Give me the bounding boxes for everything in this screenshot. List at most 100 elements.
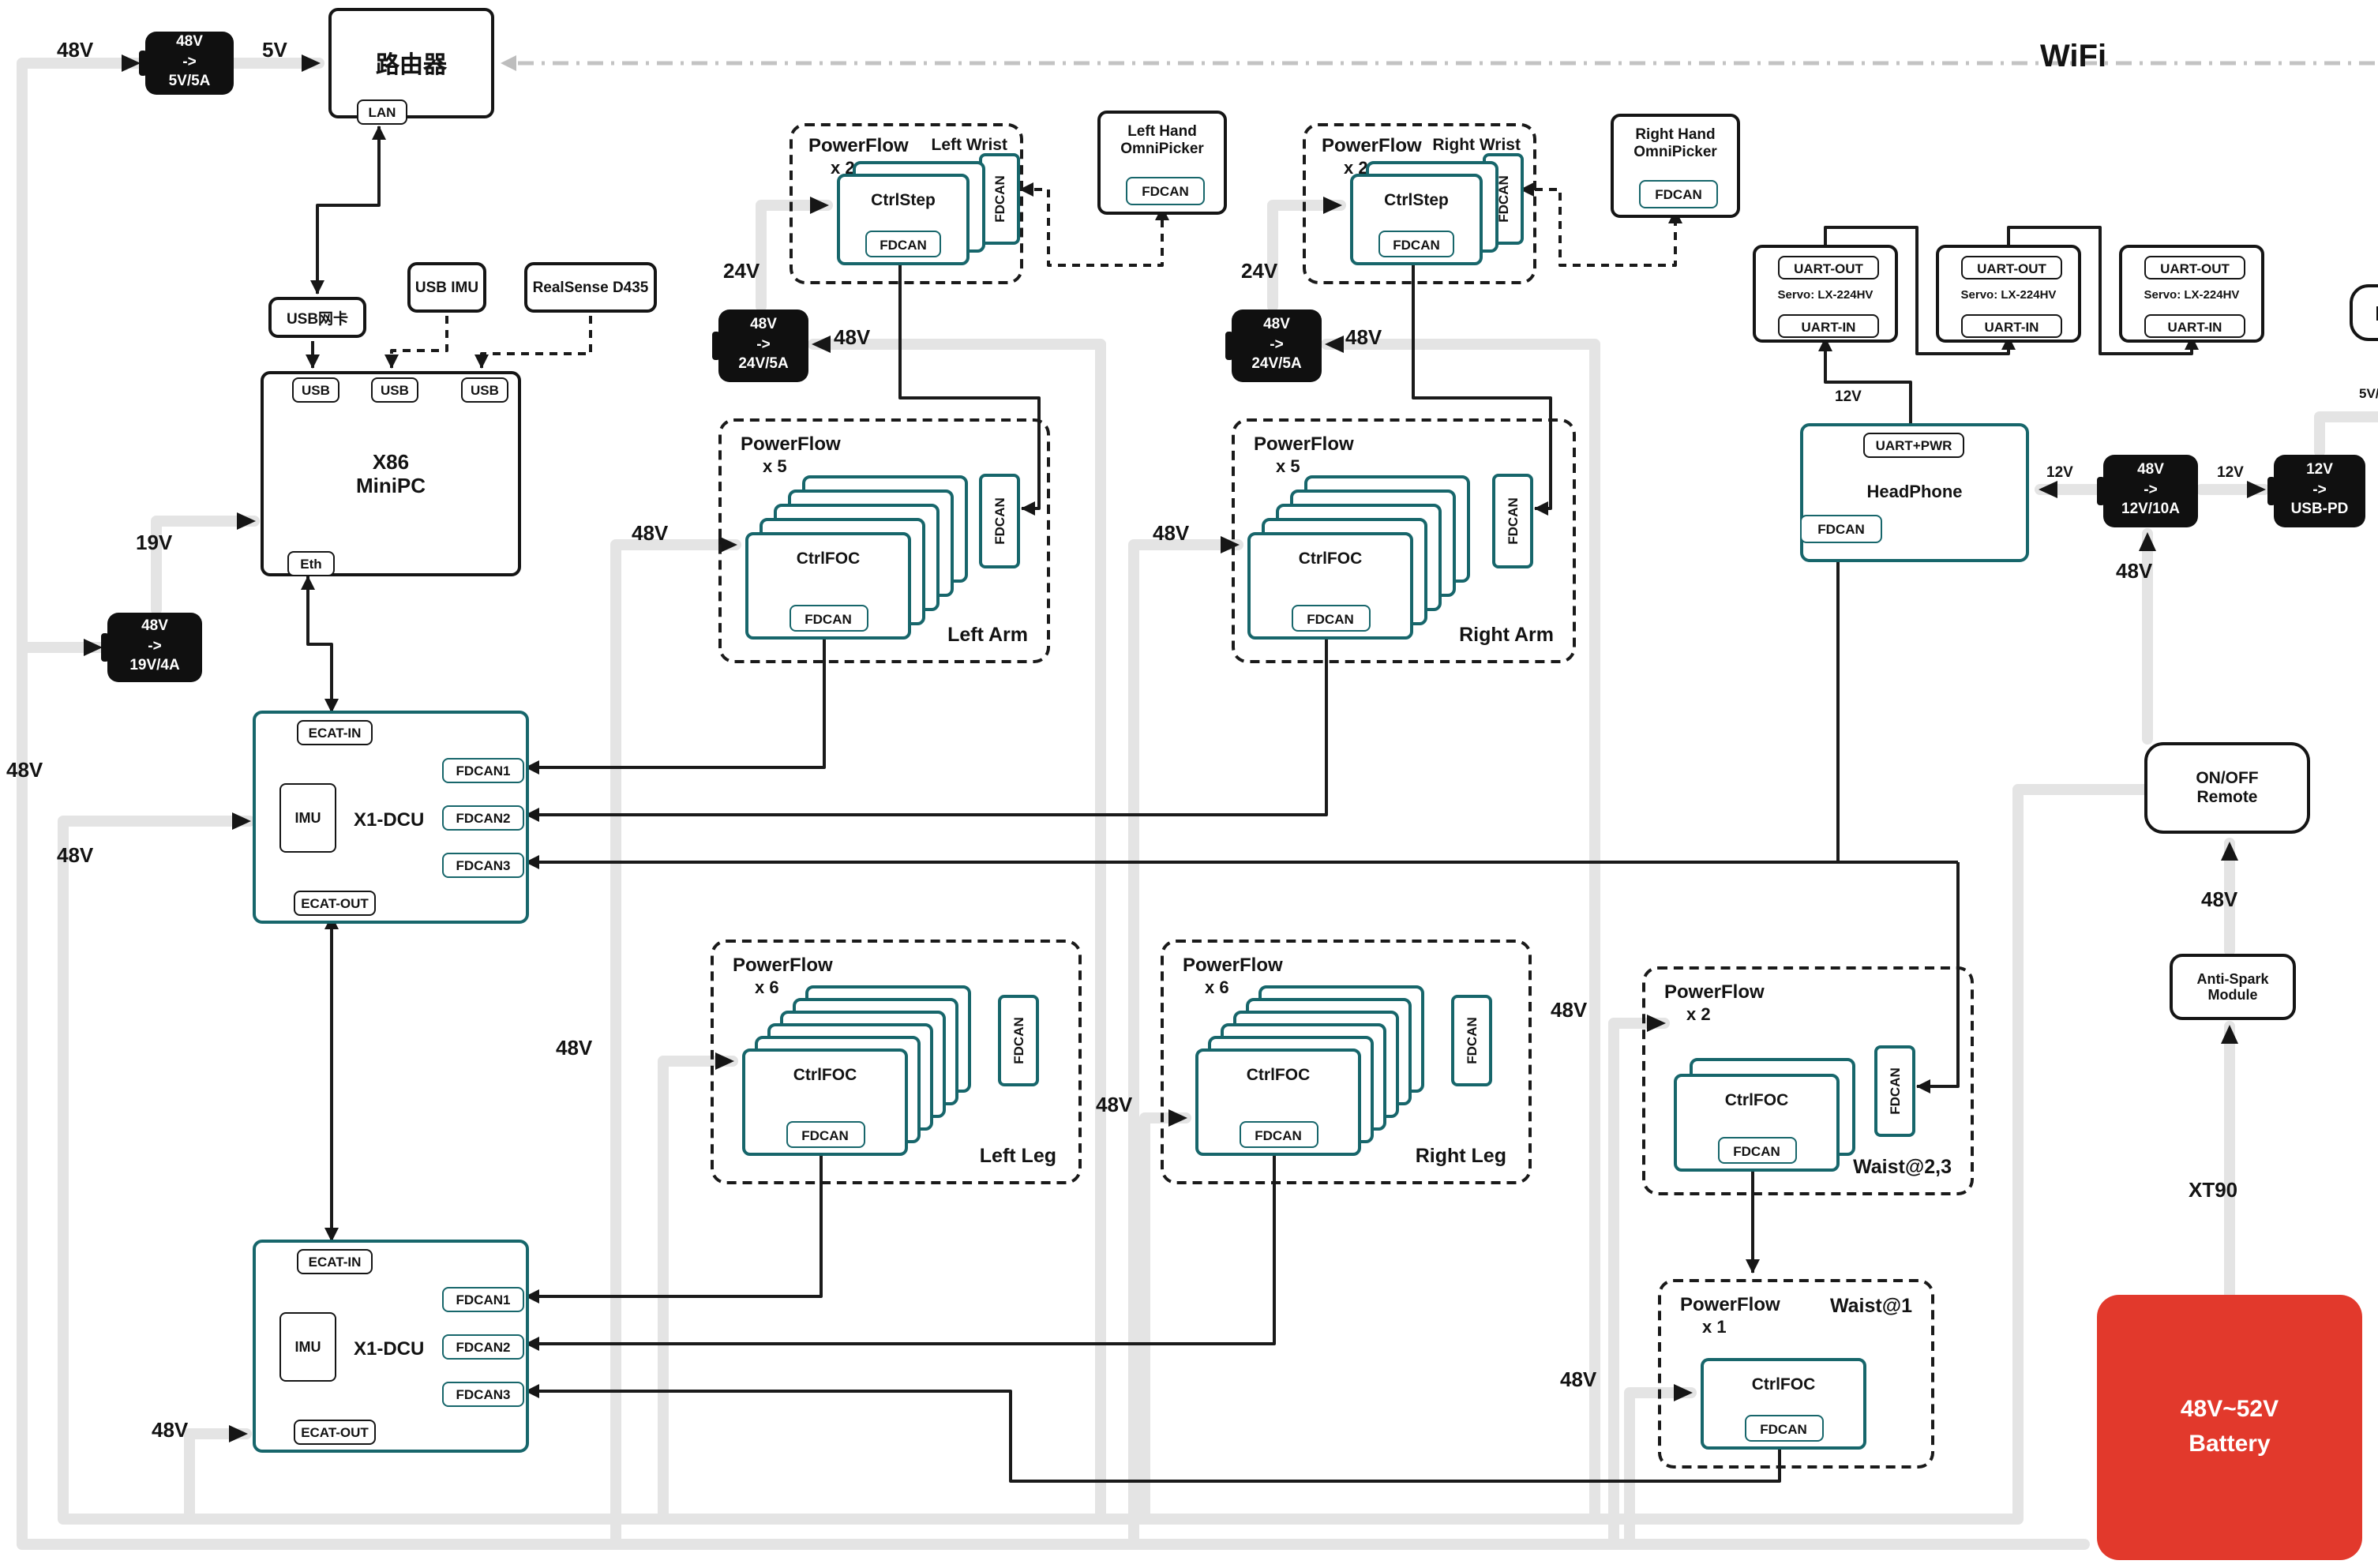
fdcan-port: FDCAN: [1744, 1415, 1823, 1442]
headphone-fdcan-port: FDCAN: [1800, 515, 1882, 543]
converter-48v-5v-label: 48V -> 5V/5A: [168, 33, 211, 91]
group-part-label: Left Arm: [947, 624, 1028, 646]
converter-48v-5v: 48V -> 5V/5A: [139, 32, 234, 95]
ctrlfoc-label: CtrlFOC: [796, 550, 861, 568]
fdcan-side-box: FDCAN: [1874, 1045, 1915, 1137]
label-48v-remote: 48V: [2201, 887, 2238, 911]
router-box: 路由器 LAN: [328, 8, 494, 125]
ctrlfoc-label: CtrlFOC: [793, 1066, 857, 1085]
right-hand-label: Right Hand OmniPicker: [1633, 126, 1717, 161]
converter-usb-pd: 12V -> USB-PD: [2267, 455, 2365, 527]
dcu2-label: X1-DCU: [354, 1337, 425, 1360]
fdcan-side-box: FDCAN: [979, 474, 1020, 568]
converter-48v-24v-right: 48V -> 24V/5A: [1225, 309, 1322, 382]
converter-48v-19v: 48V -> 19V/4A: [101, 613, 202, 682]
fdcan-side-label: FDCAN: [992, 175, 1007, 223]
servo-3-label: Servo: LX-224HV: [2144, 287, 2240, 301]
label-48v-leg-right: 48V: [1096, 1093, 1133, 1116]
group-count: x 1: [1702, 1319, 1727, 1337]
group-part-label: Left Wrist: [931, 136, 1007, 155]
dcu1-fdcan3-port: FDCAN3: [442, 853, 524, 878]
usb-nic-box: USB网卡: [268, 297, 366, 338]
left-hand-box: Left Hand OmniPicker FDCAN: [1097, 111, 1227, 215]
ctrlfoc-label: CtrlFOC: [1298, 550, 1363, 568]
group-title: PowerFlow: [1322, 134, 1422, 156]
dcu1-box: X1-DCU ECAT-IN IMU FDCAN1 FDCAN2 FDCAN3 …: [253, 711, 529, 924]
ctrlfoc-label: CtrlFOC: [1724, 1091, 1789, 1110]
label-12v-right: 12V: [2217, 464, 2244, 482]
fdcan-side-box: FDCAN: [979, 153, 1020, 245]
servo-2-uart-out: UART-OUT: [1961, 256, 2062, 279]
powerflow-left-arm: PowerFlow x 5 Left Arm FDCAN CtrlFOC FDC…: [718, 418, 1050, 663]
usb-port-2: USB: [371, 377, 418, 403]
fdcan-port: FDCAN: [1378, 231, 1454, 257]
converter-24v-right-label: 48V -> 24V/5A: [1251, 316, 1302, 373]
ctrlfoc-label: CtrlFOC: [1751, 1375, 1816, 1394]
dcu2-fdcan2-port: FDCAN2: [442, 1334, 524, 1360]
fdcan-side-label: FDCAN: [1887, 1067, 1903, 1115]
label-48v-arm-right: 48V: [1153, 521, 1190, 545]
dcu1-fdcan2-port: FDCAN2: [442, 805, 524, 831]
headphone-label: HeadPhone: [1866, 483, 1963, 502]
group-count: x 2: [1686, 1006, 1711, 1025]
ctrlfoc-box: CtrlFOC FDCAN: [745, 532, 911, 640]
dcu1-imu: IMU: [279, 783, 336, 853]
router-label: 路由器: [375, 51, 447, 78]
minipc-box: X86 MiniPC USB USB USB Eth: [261, 371, 521, 576]
minipc-label: X86 MiniPC: [355, 450, 426, 497]
power-wires: [17, 54, 2378, 1550]
dcu2-fdcan3-port: FDCAN3: [442, 1382, 524, 1407]
fdcan-port: FDCAN: [1291, 605, 1370, 632]
group-part-label: Waist@2,3: [1853, 1156, 1952, 1178]
fdcan-port: FDCAN: [865, 231, 941, 257]
fdcan-side-label: FDCAN: [1505, 497, 1521, 545]
dcu2-imu: IMU: [279, 1312, 336, 1382]
onoff-remote-box: ON/OFF Remote: [2144, 742, 2310, 834]
label-24v-right: 24V: [1241, 259, 1278, 283]
fdcan-side-box: FDCAN: [1451, 995, 1492, 1086]
group-count: x 5: [763, 458, 787, 477]
label-12v-left: 12V: [2046, 464, 2073, 482]
label-48v-24v-left: 48V: [834, 325, 871, 349]
powerflow-left-leg: PowerFlow x 6 Left Leg FDCAN CtrlFOC FDC…: [711, 940, 1082, 1184]
group-part-label: Waist@1: [1829, 1295, 1912, 1317]
group-title: PowerFlow: [1664, 981, 1765, 1003]
label-19v: 19V: [136, 531, 173, 554]
label-24v-left: 24V: [723, 259, 760, 283]
ctrlstep-box: CtrlStep FDCAN: [1350, 174, 1483, 265]
wifi-label: WiFi: [2040, 39, 2107, 74]
converter-usb-pd-label: 12V -> USB-PD: [2290, 461, 2349, 519]
wifi-link: [501, 55, 2378, 71]
onoff-remote-label: ON/OFF Remote: [2196, 769, 2259, 807]
group-part-label: Right Leg: [1415, 1145, 1506, 1167]
ctrlstep-box: CtrlStep FDCAN: [837, 174, 970, 265]
fdcan-side-label: FDCAN: [992, 497, 1007, 545]
powerflow-left-wrist: PowerFlow x 2 Left Wrist FDCAN CtrlStep …: [790, 123, 1023, 284]
uart-pwr-port: UART+PWR: [1863, 433, 1964, 458]
right-hand-box: Right Hand OmniPicker FDCAN: [1611, 114, 1740, 218]
servo-3-uart-in: UART-IN: [2144, 314, 2245, 338]
group-part-label: Right Wrist: [1432, 136, 1521, 155]
label-48v-conv12: 48V: [2116, 559, 2153, 583]
fdcan-port: FDCAN: [1239, 1121, 1318, 1148]
servo-box-3: Servo: LX-224HV UART-OUT UART-IN: [2119, 245, 2264, 343]
dcu2-ecat-out-port: ECAT-OUT: [294, 1420, 376, 1445]
servo-1-uart-in: UART-IN: [1778, 314, 1879, 338]
ctrlfoc-box: CtrlFOC FDCAN: [1674, 1074, 1840, 1172]
converter-24v-left-label: 48V -> 24V/5A: [738, 316, 789, 373]
servo-box-2: Servo: LX-224HV UART-OUT UART-IN: [1936, 245, 2081, 343]
label-48v-waist23: 48V: [1551, 998, 1588, 1022]
servo-2-uart-in: UART-IN: [1961, 314, 2062, 338]
dcu2-ecat-in-port: ECAT-IN: [297, 1249, 373, 1274]
phone-label: Phone: [2375, 301, 2378, 324]
group-count: x 6: [755, 979, 779, 998]
dcu1-fdcan1-port: FDCAN1: [442, 758, 524, 783]
ctrlfoc-box: CtrlFOC FDCAN: [1247, 532, 1413, 640]
group-title: PowerFlow: [1680, 1293, 1780, 1315]
fdcan-side-label: FDCAN: [1011, 1017, 1026, 1064]
servo-box-1: Servo: LX-224HV UART-OUT UART-IN: [1753, 245, 1898, 343]
fdcan-side-box: FDCAN: [998, 995, 1039, 1086]
label-xt90: XT90: [2189, 1178, 2238, 1202]
battery-label: 48V~52V Battery: [2180, 1395, 2279, 1457]
